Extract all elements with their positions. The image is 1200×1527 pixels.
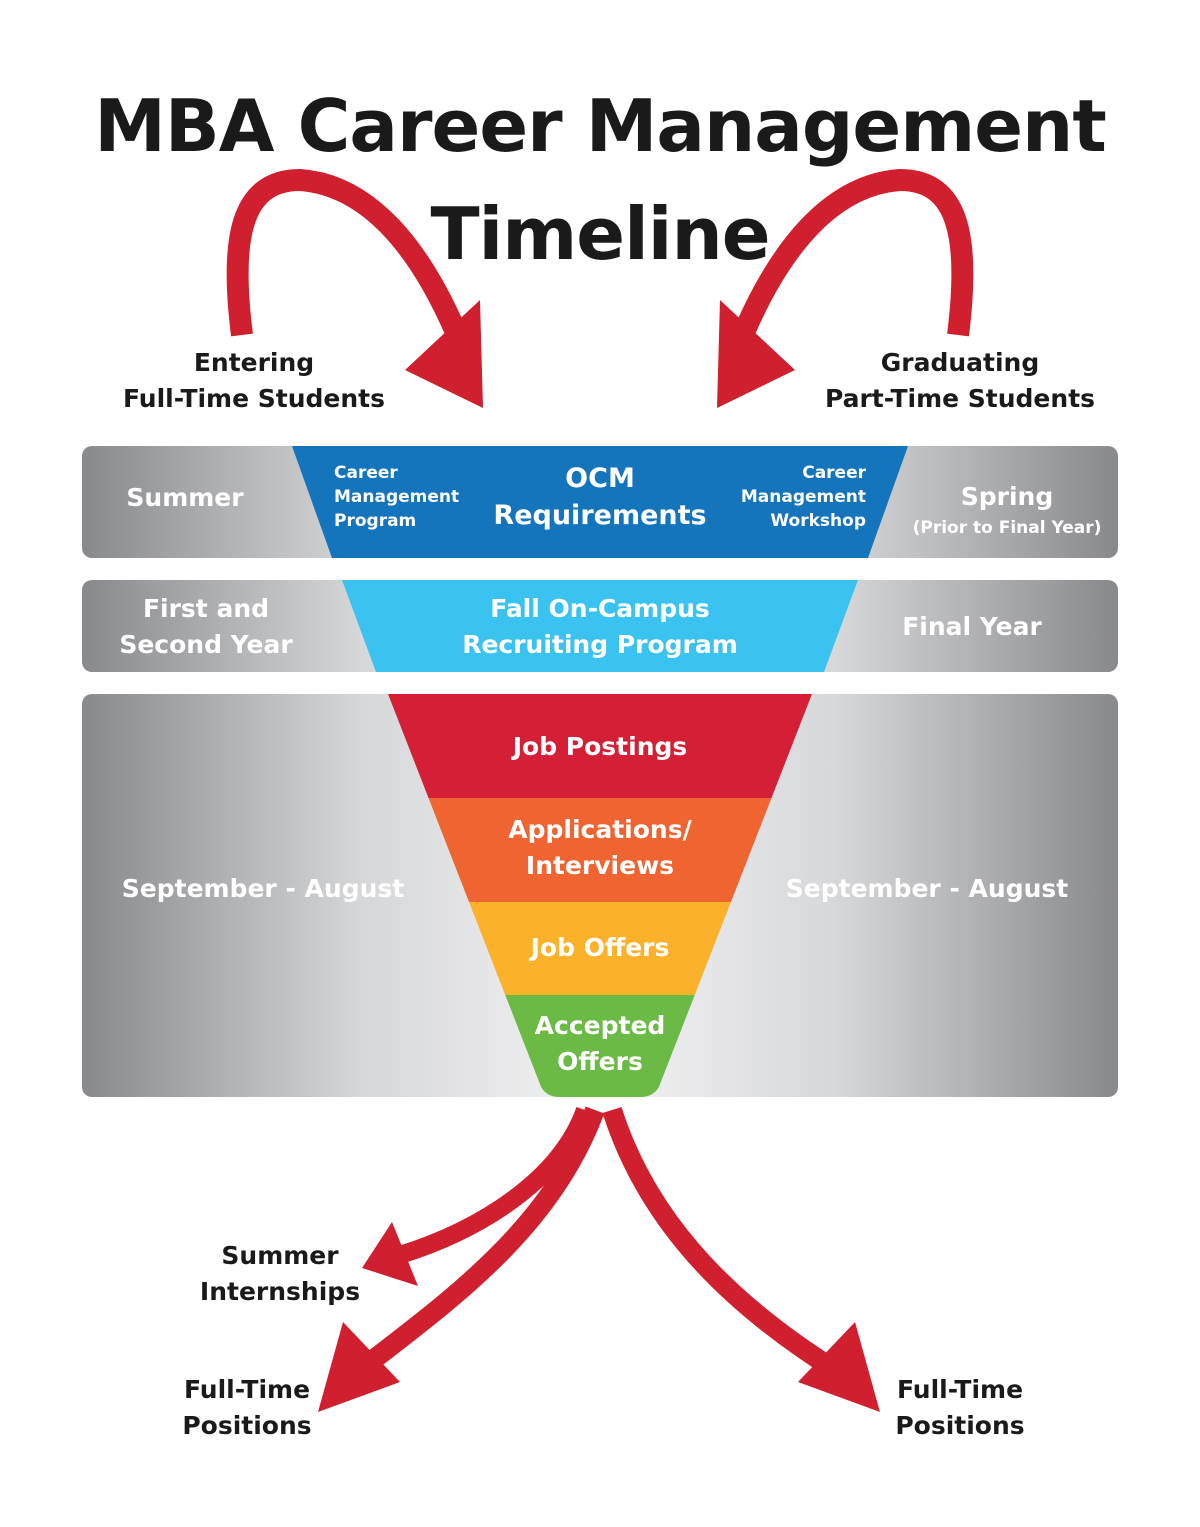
arrow-full-time-left [318,1106,605,1412]
funnel-stage-job-offers [469,902,731,995]
funnel-stage-accepted-offers [505,995,695,1097]
funnel-stage-applications [428,798,772,902]
september-august-right-label: September - August [785,874,1069,903]
full-time-positions-left-label: Full-Time Positions [182,1375,312,1440]
full-time-positions-right-label: Full-Time Positions [895,1375,1025,1440]
page-title: MBA Career Management Timeline [94,84,1106,276]
first-and-second-year-label: First and Second Year [119,594,293,659]
ocm-trapezoid [292,446,908,558]
arrow-entering-full-time [226,168,483,408]
applications-interviews-label: Applications/ Interviews [508,815,692,880]
band-ocm [82,446,1118,558]
accepted-offers-label: Accepted Offers [534,1011,666,1076]
funnel [388,694,812,1097]
arrow-summer-internships [362,1106,594,1286]
spring-label: Spring [960,482,1054,511]
entering-full-time-label: Entering Full-Time Students [122,348,386,413]
september-august-left-label: September - August [121,874,405,903]
fall-on-campus-recruiting-label: Fall On-Campus Recruiting Program [462,594,738,659]
band-fall-recruiting [82,580,1118,672]
funnel-stage-job-postings [388,694,812,798]
prior-to-final-year-label: (Prior to Final Year) [912,518,1102,538]
final-year-label: Final Year [902,612,1042,641]
career-management-program-label: Career Management Program [334,463,460,531]
fall-trapezoid [342,580,858,672]
summer-label: Summer [126,483,244,512]
arrow-graduating-part-time [717,168,974,408]
ocm-requirements-label: OCM Requirements [493,463,707,531]
graduating-part-time-label: Graduating Part-Time Students [824,348,1096,413]
career-management-workshop-label: Career Management Workshop [740,463,866,531]
arrow-full-time-right [602,1106,880,1412]
job-offers-label: Job Offers [530,933,670,962]
summer-internships-label: Summer Internships [199,1241,361,1306]
job-postings-label: Job Postings [512,732,688,761]
